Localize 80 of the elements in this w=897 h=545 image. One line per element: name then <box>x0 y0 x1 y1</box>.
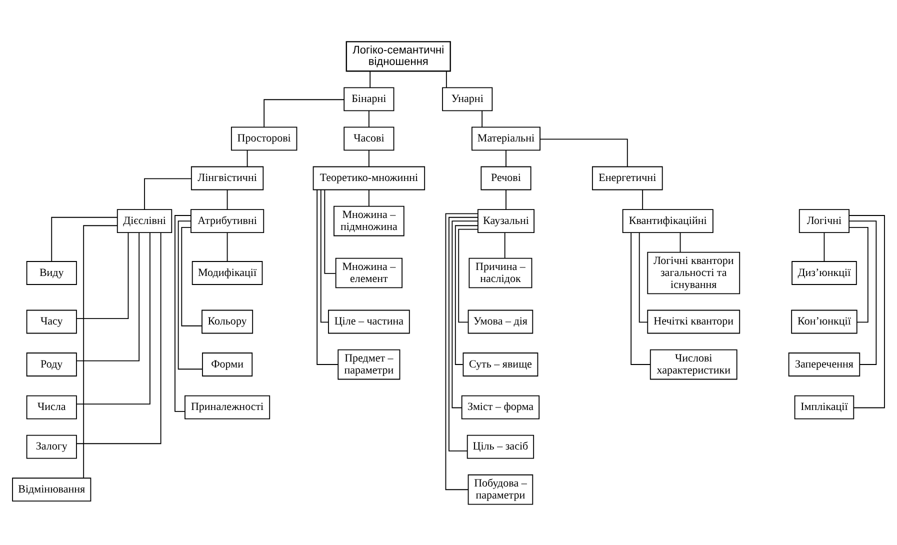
node-box: Каузальні <box>477 208 534 232</box>
node-box: Логічні квантори загальності та існування <box>647 251 740 294</box>
connector <box>76 232 129 318</box>
connector <box>83 224 118 478</box>
node-box: Умова – дія <box>468 309 534 334</box>
node-box: Приналежності <box>184 394 270 419</box>
connector <box>638 232 648 322</box>
node-box: Дієслівні <box>116 208 172 232</box>
node-box: Числові характеристики <box>650 348 738 380</box>
connector <box>848 214 885 408</box>
node-box: Нечіткі квантори <box>647 309 740 334</box>
connector <box>368 110 370 127</box>
connector <box>226 232 228 262</box>
connector <box>540 138 628 167</box>
connector <box>370 70 371 88</box>
connector <box>504 232 506 258</box>
node-box: Атрибутивні <box>190 208 264 232</box>
connector <box>76 232 150 404</box>
connector <box>316 188 338 364</box>
connector <box>482 110 483 127</box>
node-box: Числа <box>26 394 77 419</box>
node-box: Речові <box>480 166 532 190</box>
connector <box>76 232 140 361</box>
connector <box>848 226 868 322</box>
connector <box>181 226 202 326</box>
connector <box>246 149 248 167</box>
node-box: Диз’юнкції <box>792 260 857 284</box>
node-box: Предмет – параметри <box>338 348 400 380</box>
node-box: Просторові <box>230 126 298 150</box>
node-box: Побудова – параметри <box>468 474 534 504</box>
node-box: Зміст – форма <box>461 394 540 419</box>
node-box: Залогу <box>26 434 77 458</box>
node-box: Теоретико-множинні <box>312 166 426 190</box>
connector <box>452 220 478 408</box>
node-box: Кон’юнкції <box>791 309 858 334</box>
connector <box>174 214 192 412</box>
node-box: Часу <box>26 309 77 334</box>
connector <box>642 189 644 210</box>
connector <box>848 220 877 364</box>
connector <box>368 149 370 167</box>
node-box: Імплікації <box>794 394 854 419</box>
connector <box>51 216 118 262</box>
node-box: Причина – наслідок <box>468 257 532 288</box>
connector <box>144 178 192 210</box>
node-box: Унарні <box>442 86 493 111</box>
connector <box>630 232 651 364</box>
node-box: Кольору <box>202 309 254 334</box>
node-box: Множина – елемент <box>335 257 402 288</box>
node-box: Логіко-семантичні відношення <box>346 40 451 72</box>
node-box: Суть – явище <box>462 352 538 376</box>
connector <box>680 232 681 252</box>
node-box: Форми <box>202 352 253 376</box>
node-box: Лінгвістичні <box>190 166 264 190</box>
node-box: Матеріальні <box>472 126 540 150</box>
node-box: Відмінювання <box>12 477 92 502</box>
connector <box>324 188 336 274</box>
connector <box>76 232 162 444</box>
node-box: Ціль – засіб <box>466 434 534 458</box>
connector <box>448 216 478 451</box>
connector <box>178 220 203 370</box>
node-box: Часові <box>344 126 394 150</box>
connector <box>824 232 825 262</box>
node-box: Модифікації <box>192 260 263 284</box>
node-box: Роду <box>26 352 77 376</box>
node-box: Заперечення <box>788 352 860 376</box>
connector <box>368 189 370 206</box>
node-box: Множина – підмножина <box>334 205 404 236</box>
connector <box>320 188 329 322</box>
connector <box>264 98 345 128</box>
connector <box>226 189 228 210</box>
node-box: Квантифікаційні <box>622 208 714 232</box>
connector <box>445 212 478 490</box>
connector <box>454 224 478 364</box>
connector <box>458 228 478 322</box>
connector <box>446 70 447 88</box>
node-box: Ціле – частина <box>328 309 410 334</box>
node-box: Бінарні <box>344 86 394 111</box>
node-box: Логічні <box>798 208 850 232</box>
node-box: Енергетичні <box>592 166 663 190</box>
node-box: Виду <box>26 260 77 284</box>
